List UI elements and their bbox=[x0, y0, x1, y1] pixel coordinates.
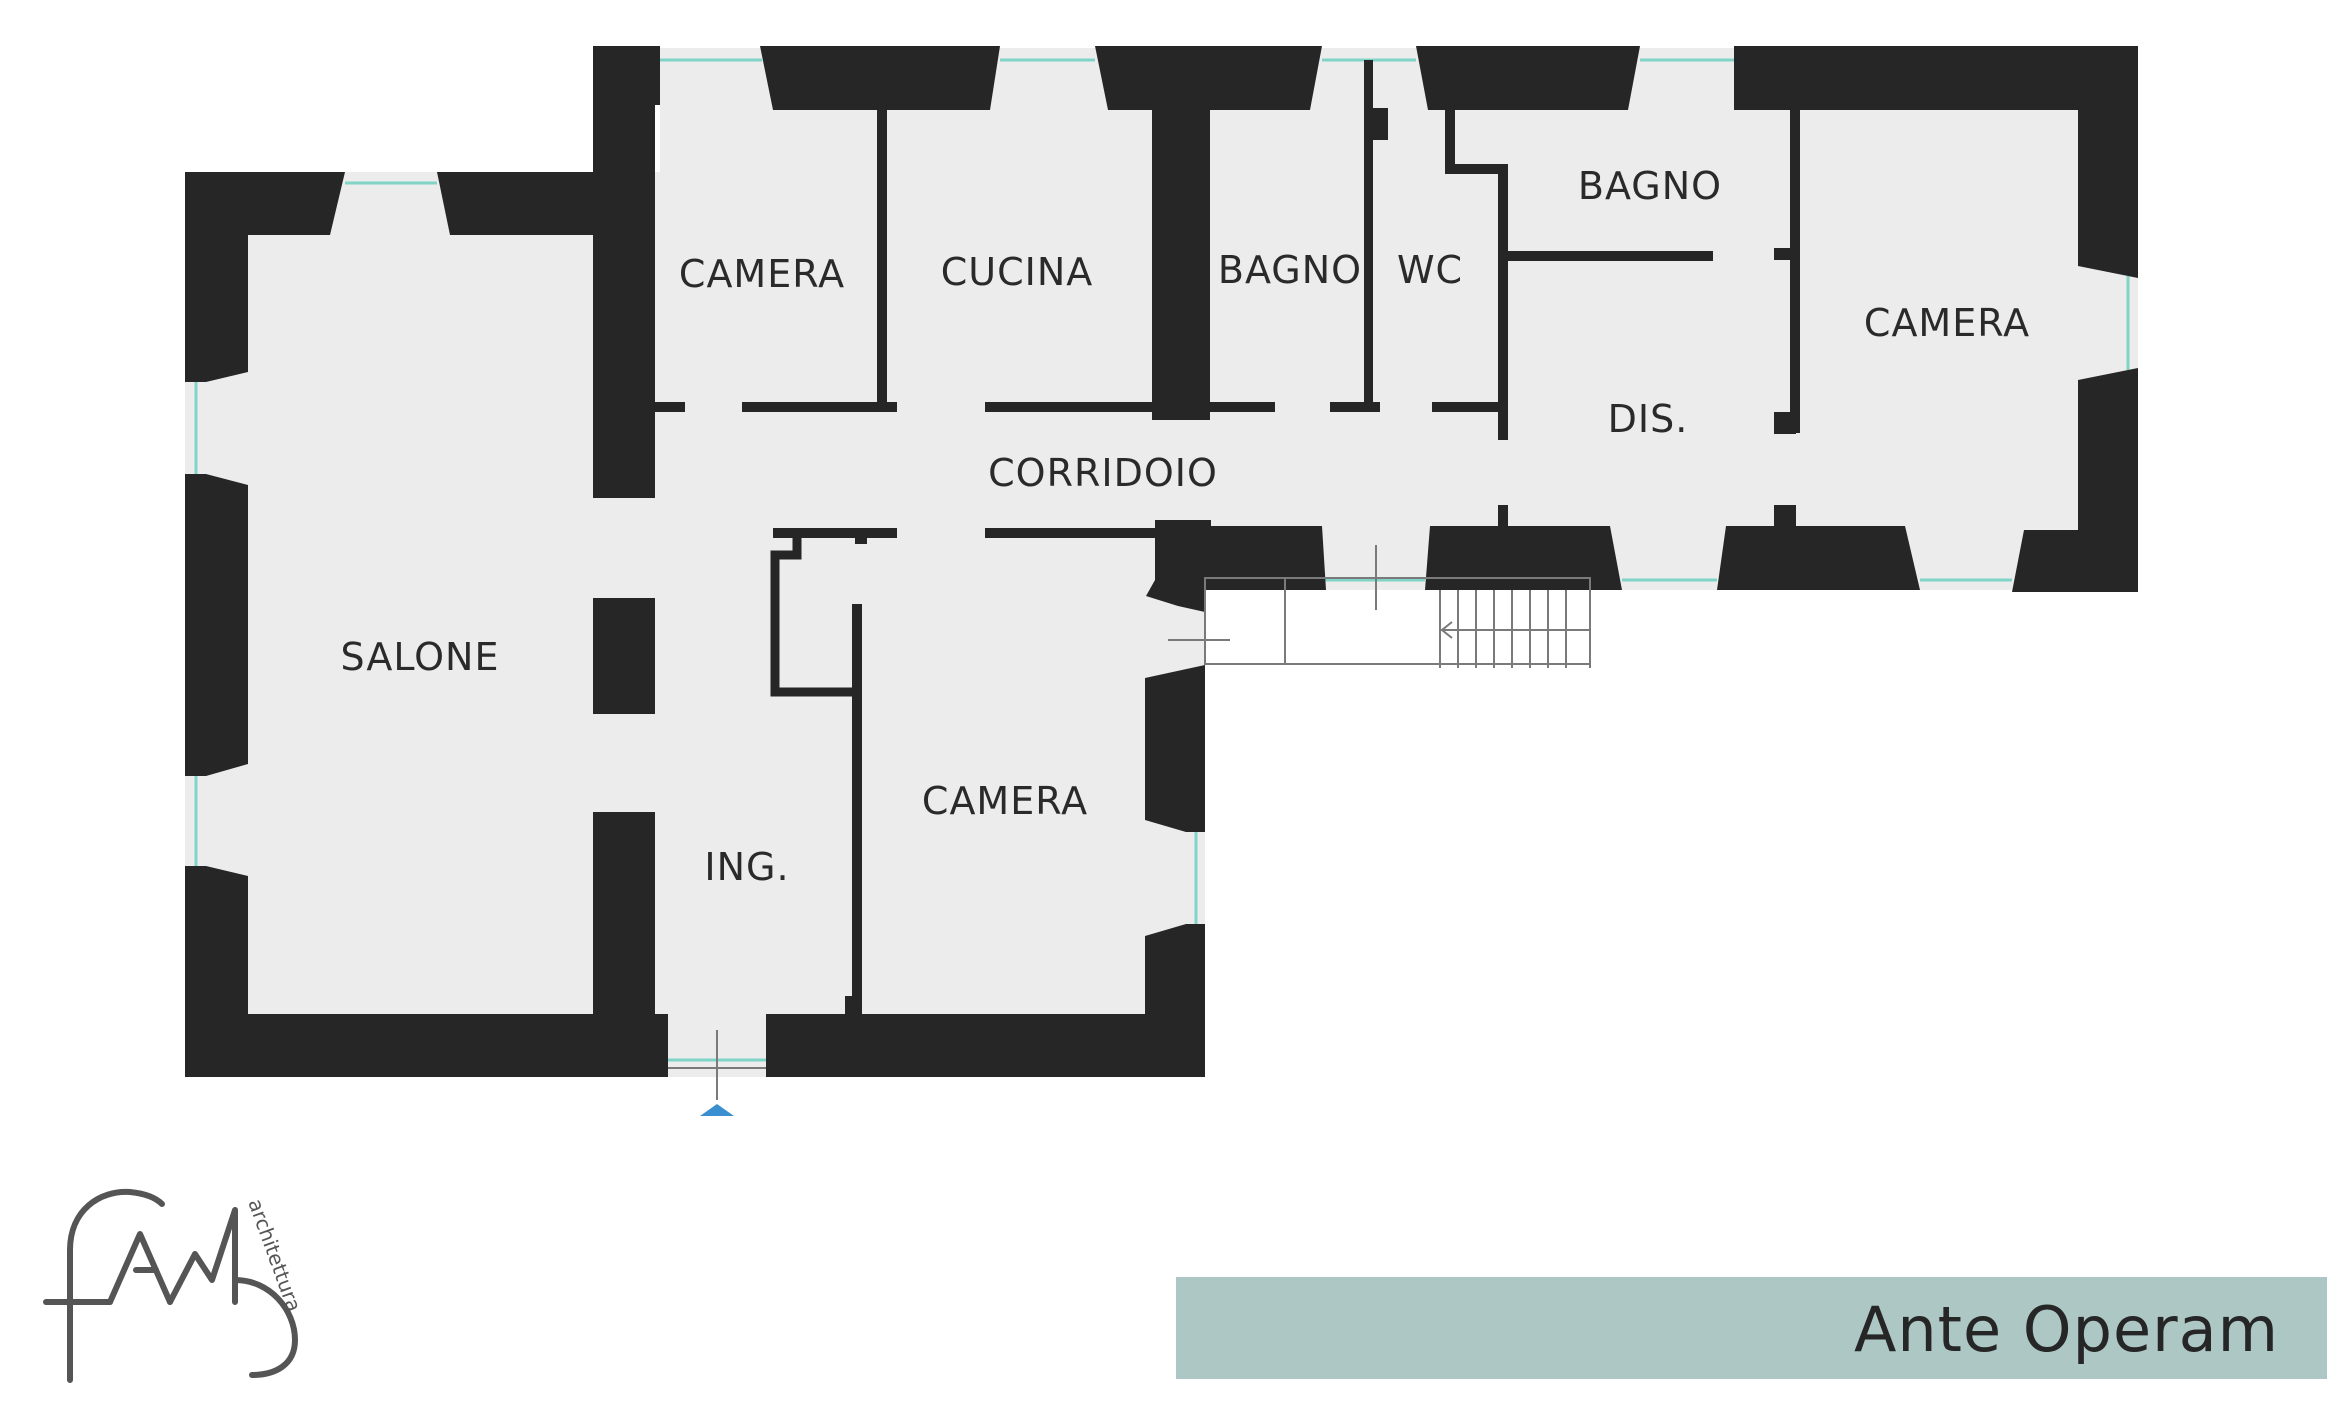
balcony-stairs bbox=[668, 545, 1591, 1116]
room-label-camera-2: CAMERA bbox=[1864, 301, 2030, 345]
room-label-corridoio: CORRIDOIO bbox=[988, 451, 1218, 495]
room-label-cucina: CUCINA bbox=[941, 250, 1094, 294]
room-label-bagno-2: BAGNO bbox=[1578, 164, 1722, 208]
room-labels: SALONE CAMERA CUCINA BAGNO WC BAGNO CAME… bbox=[341, 164, 2030, 889]
exterior-walls bbox=[185, 46, 2138, 1077]
banner-title: Ante Operam bbox=[1853, 1293, 2279, 1366]
room-label-ing: ING. bbox=[704, 845, 789, 889]
stairs bbox=[1439, 590, 1591, 668]
room-label-camera-1: CAMERA bbox=[679, 252, 845, 296]
room-label-bagno-1: BAGNO bbox=[1218, 248, 1362, 292]
title-banner: Ante Operam bbox=[1176, 1277, 2327, 1379]
room-label-salone: SALONE bbox=[341, 635, 500, 679]
room-label-wc: WC bbox=[1397, 248, 1463, 292]
entrance-marker-icon bbox=[700, 1104, 734, 1116]
room-label-camera-3: CAMERA bbox=[922, 779, 1088, 823]
fam-architettura-logo: architettura bbox=[43, 1188, 306, 1383]
room-label-dis: DIS. bbox=[1608, 397, 1689, 441]
interior-walls bbox=[593, 60, 1800, 1016]
